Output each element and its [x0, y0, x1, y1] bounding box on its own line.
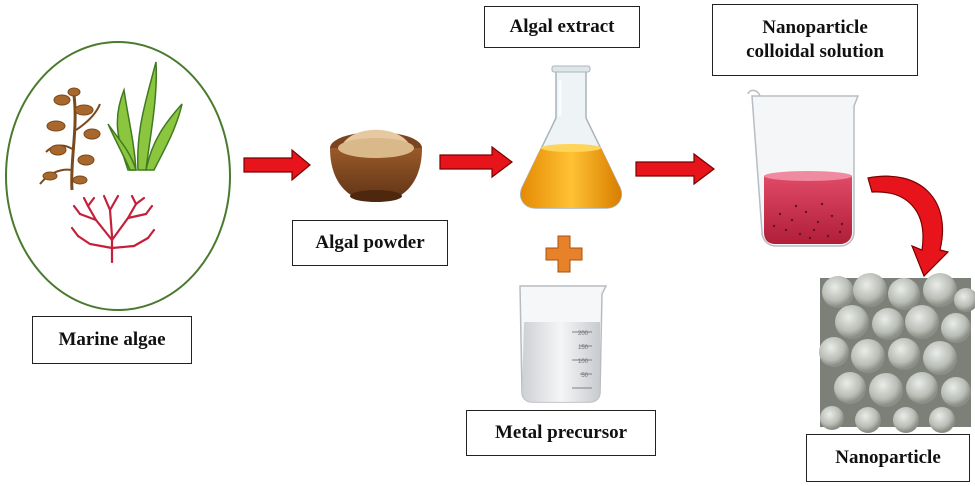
algal-powder-label: Algal powder [292, 220, 448, 266]
algal-powder-text: Algal powder [315, 232, 425, 254]
metal-precursor-text: Metal precursor [494, 422, 628, 444]
beaker-tick-label: 150 [578, 345, 589, 351]
green-seaweed-icon [107, 61, 183, 171]
arrow-2-icon [439, 145, 513, 179]
algae-enclosure-ellipse [5, 41, 231, 311]
nanoparticle-label: Nanoparticle [806, 434, 970, 482]
nanoparticle-text: Nanoparticle [835, 447, 941, 469]
algal-extract-flask-icon [520, 65, 622, 209]
colloidal-solution-beaker-icon [747, 89, 860, 247]
beaker-tick-label: 100 [578, 359, 589, 365]
plus-icon [545, 235, 583, 273]
nanoparticle-image [819, 273, 975, 433]
algal-extract-label: Algal extract [484, 6, 640, 48]
beaker-tick-label: 50 [581, 373, 588, 379]
marine-algae-illustration [5, 41, 231, 311]
marine-algae-label: Marine algae [32, 316, 192, 364]
arrow-1-icon [243, 148, 311, 182]
algal-extract-text: Algal extract [509, 16, 615, 38]
colloid-label-line2: colloidal solution [746, 41, 884, 62]
algal-powder-bowl-icon [330, 129, 422, 202]
marine-algae-text: Marine algae [58, 329, 166, 351]
colloid-label-line1: Nanoparticle [762, 17, 868, 39]
brown-seaweed-icon [39, 87, 101, 191]
arrow-3-icon [635, 152, 715, 186]
red-seaweed-icon [70, 194, 156, 264]
colloidal-solution-label: Nanoparticle colloidal solution [712, 4, 918, 76]
metal-precursor-beaker-icon [519, 285, 608, 403]
curved-arrow-icon [867, 175, 950, 278]
beaker-tick-label: 200 [578, 331, 589, 337]
metal-precursor-label: Metal precursor [466, 410, 656, 456]
